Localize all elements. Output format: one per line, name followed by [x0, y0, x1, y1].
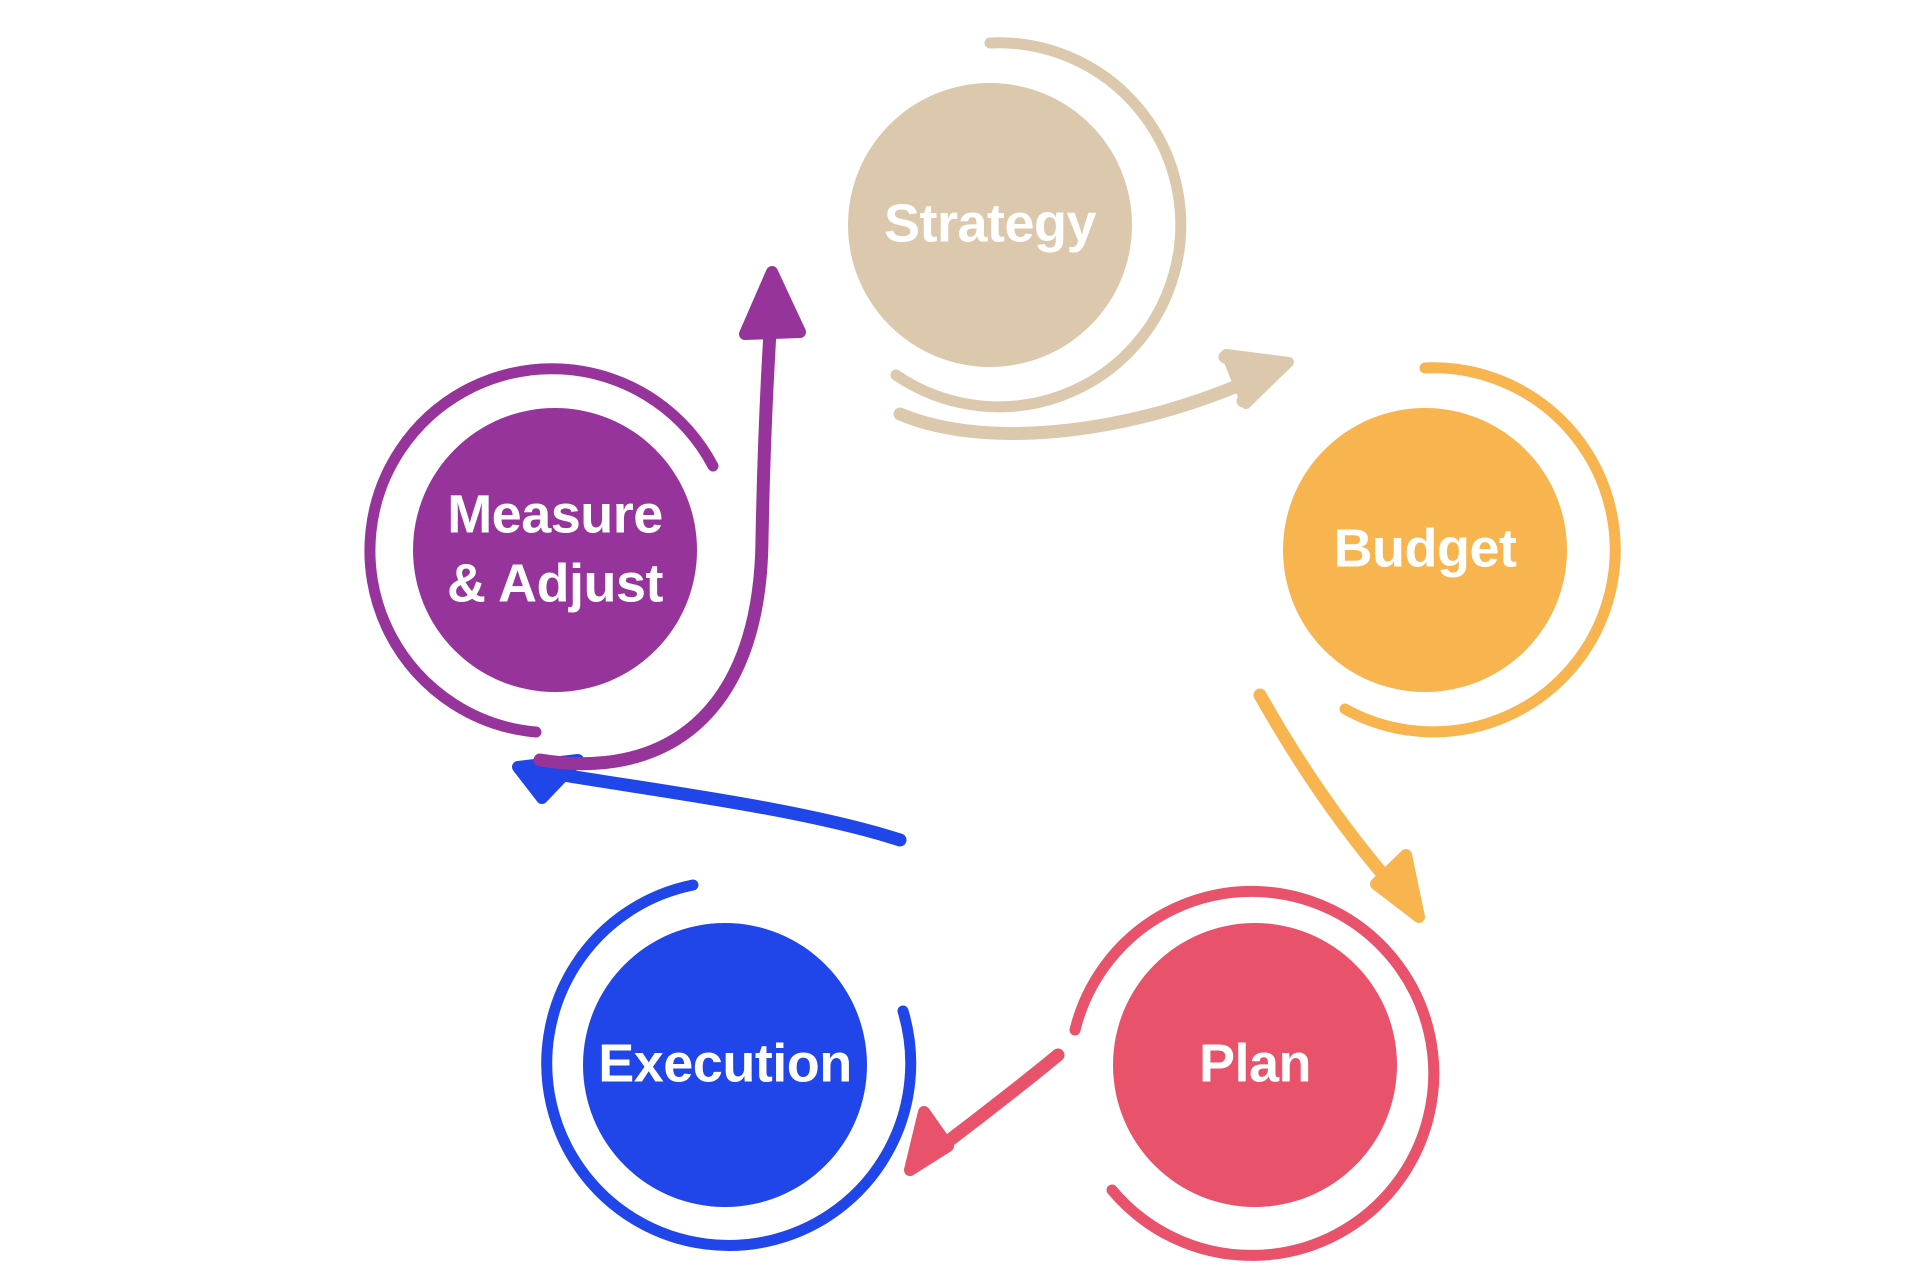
node-measure-adjust-label-line2: & Adjust [447, 553, 663, 613]
connector-strategy-to-budget-arrowhead-fill [1221, 349, 1294, 409]
connector-plan-to-execution [904, 1048, 1065, 1176]
node-strategy-circle [848, 83, 1132, 367]
connector-strategy-to-budget-line [893, 368, 1269, 440]
node-execution[interactable]: Execution [541, 879, 917, 1251]
node-execution-outer-ring [541, 879, 917, 1251]
connector-budget-to-plan [1253, 688, 1425, 923]
connector-plan-to-execution-arrowhead-fill [904, 1106, 954, 1176]
node-execution-circle [583, 923, 867, 1207]
connector-budget-to-plan-arrowhead-fill [1370, 849, 1425, 923]
node-plan-outer-ring [1069, 885, 1440, 1261]
connector-measure-to-strategy-line [533, 293, 779, 771]
node-measure-adjust[interactable]: Measure & Adjust [364, 363, 719, 738]
node-plan[interactable]: Plan [1069, 885, 1440, 1261]
node-strategy-label: Strategy [884, 193, 1097, 253]
node-execution-label: Execution [598, 1033, 852, 1093]
node-plan-circle [1113, 923, 1397, 1207]
node-measure-adjust-label-line1: Measure [447, 484, 663, 544]
node-strategy-outer-ring [890, 37, 1187, 413]
node-budget-circle [1283, 408, 1567, 692]
connector-execution-to-measure-line [538, 765, 907, 847]
node-plan-label: Plan [1199, 1033, 1311, 1093]
node-strategy[interactable]: Strategy [848, 37, 1187, 413]
node-budget-outer-ring [1339, 362, 1621, 738]
connector-execution-to-measure [512, 754, 907, 847]
connector-measure-to-strategy-arrowhead-fill [739, 266, 806, 340]
node-budget[interactable]: Budget [1283, 362, 1621, 738]
node-measure-adjust-outer-ring [364, 363, 719, 738]
node-budget-label: Budget [1334, 518, 1517, 578]
connector-measure-to-strategy [533, 266, 806, 771]
connector-strategy-to-budget [893, 349, 1294, 440]
node-measure-adjust-circle [413, 408, 697, 692]
